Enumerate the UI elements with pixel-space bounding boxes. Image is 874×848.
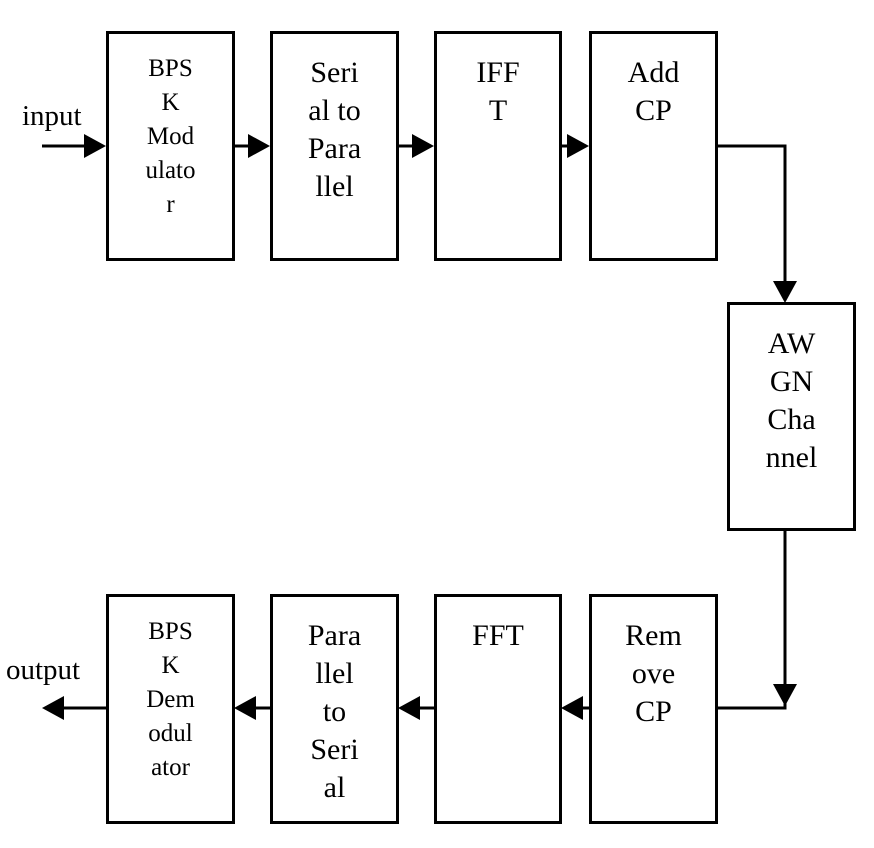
fft-label: FFT: [472, 619, 524, 652]
arrow-addcp-to-awgn: [717, 144, 787, 290]
parallel-to-serial-label: Para llel to Seri al: [307, 619, 362, 804]
fft-block: FFT: [434, 594, 562, 824]
output-arrowhead: [42, 696, 64, 720]
arrow-removecp-to-fft-head: [561, 696, 583, 720]
ifft-label: IFF T: [476, 56, 520, 127]
bpsk-modulator-label: BPS K Mod ulato r: [145, 55, 196, 218]
output-label: output: [6, 654, 81, 686]
remove-cp-block: Rem ove CP: [589, 594, 718, 824]
arrow-awgn-branch-head: [773, 684, 797, 706]
arrow-ifft-to-addcp-head: [567, 134, 589, 158]
remove-cp-label: Rem ove CP: [625, 619, 682, 728]
parallel-to-serial-block: Para llel to Seri al: [270, 594, 399, 824]
bpsk-demodulator-block: BPS K Dem odul ator: [106, 594, 235, 824]
arrow-addcp-to-awgn-head: [773, 281, 797, 303]
bpsk-modulator-block: BPS K Mod ulato r: [106, 31, 235, 261]
add-cp-label: Add CP: [627, 56, 680, 127]
ifft-block: IFF T: [434, 31, 562, 261]
arrow-s2p-to-ifft-head: [412, 134, 434, 158]
arrow-awgn-to-removecp: [717, 530, 787, 710]
awgn-channel-block: AW GN Cha nnel: [727, 302, 856, 531]
input-arrowhead: [84, 134, 106, 158]
add-cp-block: Add CP: [589, 31, 718, 261]
serial-to-parallel-label: Seri al to Para llel: [307, 56, 362, 203]
arrow-p2s-to-demodulator-head: [234, 696, 256, 720]
arrow-modulator-to-s2p-head: [248, 134, 270, 158]
bpsk-demodulator-label: BPS K Dem odul ator: [146, 618, 195, 781]
awgn-channel-label: AW GN Cha nnel: [765, 327, 818, 474]
arrow-fft-to-p2s-head: [398, 696, 420, 720]
serial-to-parallel-block: Seri al to Para llel: [270, 31, 399, 261]
input-label: input: [22, 100, 82, 132]
